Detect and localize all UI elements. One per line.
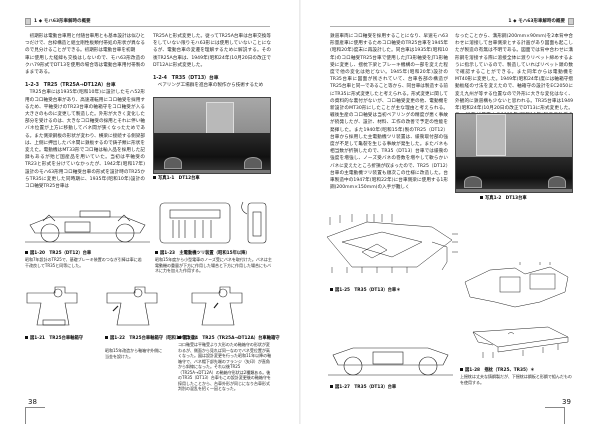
figure-description: 昭和7年設計のTR25で、基礎ブレーキ装置のつなぎ引棒は車に若干改良してTR35… — [25, 257, 142, 268]
figure-caption: 図1-28 揺枕（TR25、TR35）＊ — [460, 368, 535, 374]
figure-description: 昭和15年度から小型電車のノーズ受にバネを取付けた。バネは主電動機の重量が下方に… — [155, 257, 272, 273]
drawing-axle-guard-2 — [105, 285, 160, 330]
figure-description: 上揺枕は丈夫な鋳鋼製だが、下揺枕は鋼板と形鋼で組んだものを使用する。 — [460, 374, 572, 385]
figure-description: コロ軸受は平軸受より大形のため軸箱守の形状が変わるが、側面から見れば同一なのでバ… — [178, 342, 272, 391]
figure-caption: 図1-22 TR25台車軸箱守（昭和10年改造） — [105, 336, 199, 342]
chapter-title: 1 ◆ モハ63形車解時の概要 — [508, 19, 565, 24]
figure-caption: 図1-25 TR35（DT13）台車＊ — [330, 288, 401, 294]
gutter — [299, 0, 301, 424]
page-number-rule — [545, 407, 565, 408]
photo-dt13-bogie — [455, 113, 573, 193]
photo-dt12-bogie — [153, 97, 271, 174]
drawing-axle-guard-1 — [25, 285, 80, 330]
left-page-header: 1 ◆ モハ63形車解時の概要 — [25, 17, 91, 25]
page-number: 39 — [562, 398, 571, 406]
figure-description: 昭和15年改造から軸箱守外側に当金を設けた。 — [105, 348, 163, 359]
drawing-bogie-frame — [460, 262, 572, 314]
section-paragraph: ベアリング工場群を進台車の製作から技術するため — [157, 83, 264, 89]
page-number-rule — [25, 407, 45, 408]
page-number-rule — [25, 408, 26, 424]
page-number: 38 — [28, 398, 37, 406]
left-page: 1 ◆ モハ63形車解時の概要 初期形は電動台車用と付随台車用とも基本設計は似ひ… — [25, 17, 280, 424]
figure-caption: 図1-20 TR25（DT12）台車 — [25, 251, 91, 257]
header-rule — [330, 26, 574, 27]
paragraph: 初期形は電動台車用と付随台車用とも基本設計は似ひとつだけで、台枠構造と組立剛性板… — [25, 34, 145, 54]
drawing-motor-suspension — [155, 200, 273, 246]
figure-caption: 図1-21 TR25台車軸箱守 — [25, 336, 83, 342]
drawing-tr25-bogie — [25, 205, 150, 245]
figure-caption: 図1-24 TR25（TR25A→DT12A）台車軸箱守 — [178, 336, 280, 342]
left-col1-text: 初期形は電動台車用と付随台車用とも基本設計は似ひとつだけで、台枠構造と組立剛性板… — [25, 33, 145, 190]
paragraph-cont: 車に使用した経緯も交換はしないので、モハ63形改造のクハ79形式でDT13を使用… — [25, 55, 145, 76]
right-page: 1 ◆ モハ63形車解時の概要 鉄道車両にコロ軸受を採用することになり、早速モハ… — [300, 0, 600, 424]
header-rule — [25, 26, 270, 27]
right-page-header: 1 ◆ モハ63形車解時の概要 — [508, 17, 574, 25]
drawing-tr35-side — [328, 340, 453, 378]
caption-bullet-icon — [153, 176, 156, 179]
photo-caption: 写真1-1 DT12台車 — [153, 176, 200, 182]
drawing-axle-guard-3 — [190, 285, 245, 330]
page-number-rule — [564, 408, 565, 424]
section-heading: 1-2-4 TR35（DT13）台車 — [153, 76, 219, 82]
drawing-tr35-exploded — [322, 212, 462, 277]
figure-caption: 図1-23 主電動機ツリ装置（昭和15年以降） — [155, 251, 250, 257]
right-col1-text: 鉄道車両にコロ軸受を採用することになり、早速モハ63形量産車に使用するためコロ軸… — [330, 33, 448, 191]
section-heading: 1-2-3 TR25（TR25A→DT12A）台車 — [25, 83, 116, 89]
drawing-bolster — [463, 322, 573, 362]
figure-caption: 図1-27 TR35（DT13）台車 — [330, 385, 396, 391]
header-square-icon — [568, 17, 574, 25]
header-square-icon — [25, 17, 31, 25]
photo-caption: 写真1-2 DT13台車 — [480, 196, 527, 202]
chapter-title: 1 ◆ モハ63形車解時の概要 — [34, 19, 91, 24]
paragraph: TR25Aと形式変更した。従ってTR25A台車は台車交換等をしていない限りモハ6… — [153, 34, 271, 68]
section-paragraph: TR25台車には1935年(昭和10年)に設計したモハ52形用のコロ軸受台車があ… — [25, 90, 145, 190]
left-col2-text: TR25Aと形式変更した。従ってTR25A台車は台車交換等をしていない限りモハ6… — [153, 33, 271, 89]
paragraph: 鉄道車両にコロ軸受を採用することになり、早速モハ63形量産車に使用するためコロ軸… — [330, 34, 448, 191]
